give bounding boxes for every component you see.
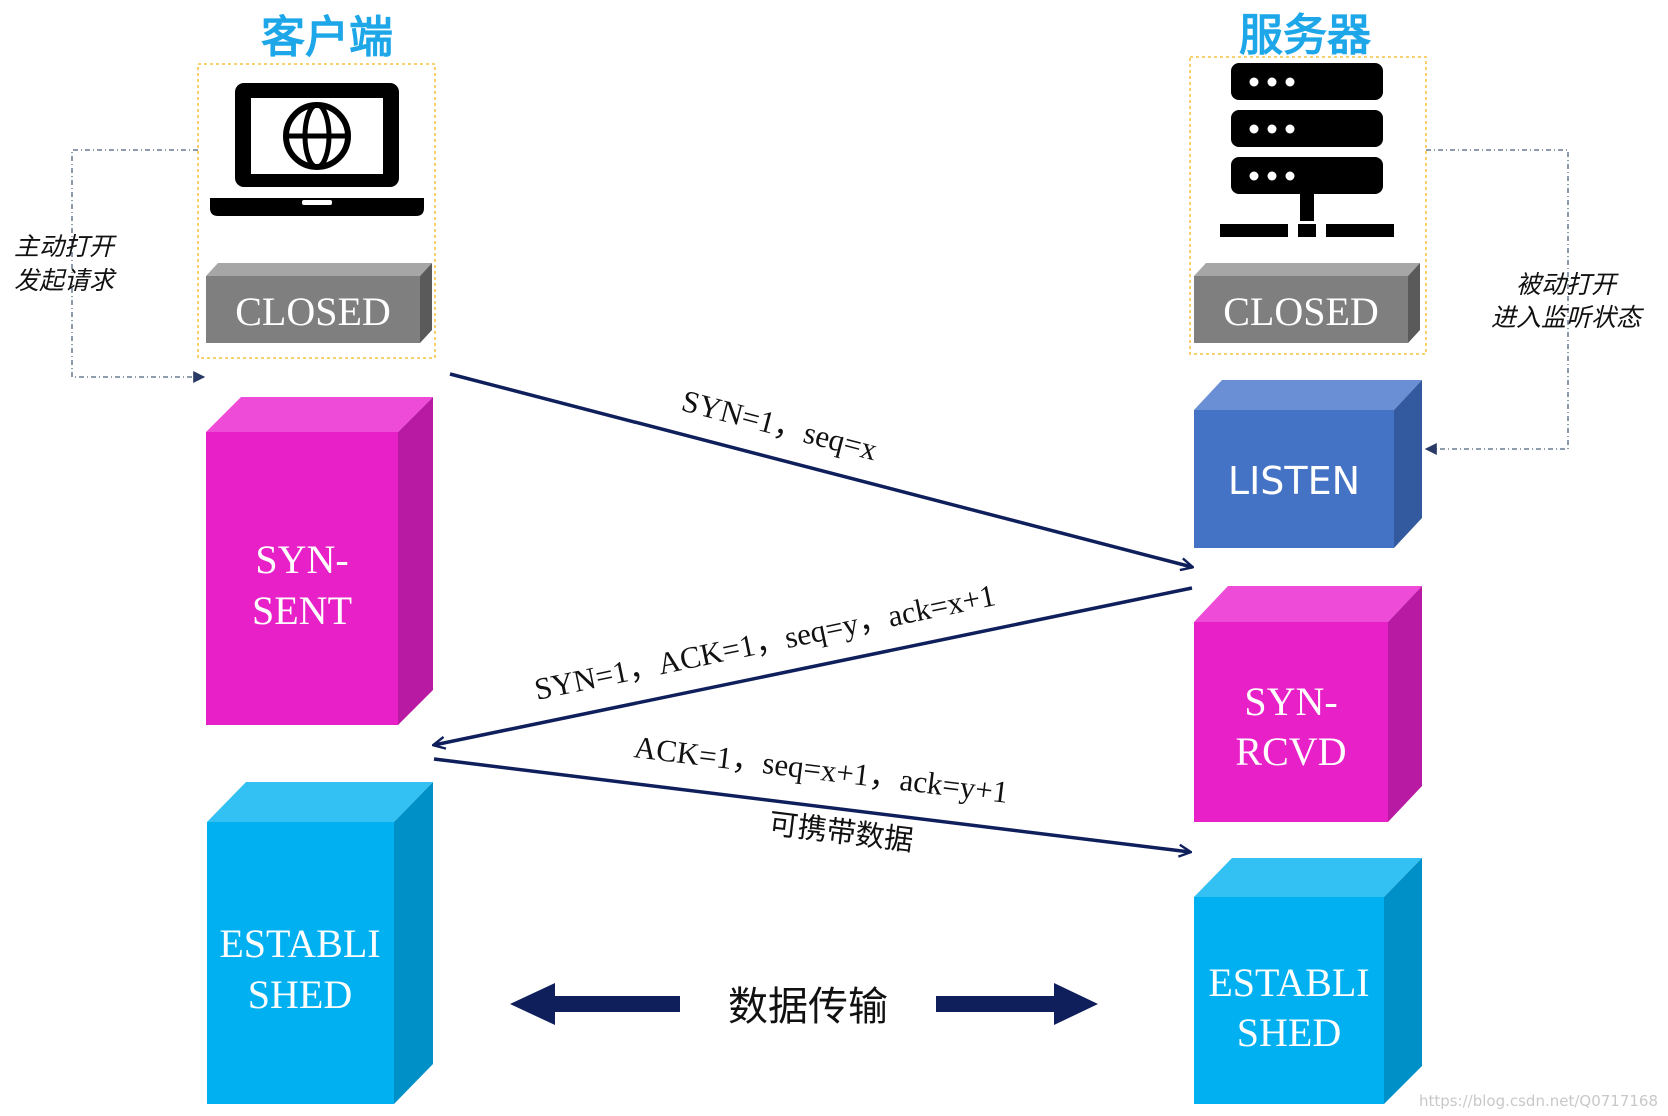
client-established-line2: SHED [248, 972, 352, 1017]
syn-ack-arrow [434, 586, 1193, 745]
server-closed-label: CLOSED [1223, 289, 1379, 334]
laptop-globe-icon [210, 83, 424, 216]
client-syn-sent-state: SYN- SENT [206, 397, 433, 725]
ack-label: ACK=1，seq=x+1，ack=y+1 [632, 729, 1010, 810]
server-title: 服务器 [1239, 10, 1372, 61]
client-syn-sent-line1: SYN- [255, 537, 348, 582]
server-note-line2: 进入监听状态 [1491, 303, 1645, 332]
data-transfer-left-arrow [510, 983, 680, 1025]
client-syn-sent-line2: SENT [252, 588, 352, 633]
server-listen-state: LISTEN [1194, 380, 1422, 548]
server-rack-icon [1220, 63, 1394, 237]
client-note-line2: 发起请求 [14, 266, 117, 295]
client-open-connector [71, 149, 206, 383]
data-transfer-right-arrow [936, 983, 1098, 1025]
server-note-line1: 被动打开 [1516, 270, 1619, 299]
data-transfer-label: 数据传输 [728, 984, 888, 1030]
server-syn-rcvd-line2: RCVD [1235, 729, 1346, 774]
watermark-text: https://blog.csdn.net/Q0717168 [1419, 1092, 1658, 1110]
server-closed-frame [1189, 56, 1427, 355]
syn-arrow [449, 372, 1192, 567]
server-open-connector [1424, 149, 1569, 455]
client-closed-frame [197, 63, 436, 359]
client-title: 客户端 [261, 12, 393, 63]
client-established-line1: ESTABLI [219, 921, 380, 966]
syn-label: SYN=1，seq=x [678, 383, 881, 467]
server-established-line1: ESTABLI [1208, 960, 1369, 1005]
server-established-line2: SHED [1237, 1010, 1341, 1055]
server-established-state: ESTABLI SHED [1194, 858, 1422, 1104]
server-listen-label: LISTEN [1228, 459, 1360, 503]
client-closed-label: CLOSED [235, 289, 391, 334]
server-closed-state: CLOSED [1194, 263, 1420, 343]
server-syn-rcvd-state: SYN- RCVD [1194, 586, 1422, 822]
ack-arrow [433, 757, 1190, 852]
client-established-state: ESTABLI SHED [207, 782, 433, 1104]
client-note-line1: 主动打开 [14, 232, 117, 261]
client-closed-state: CLOSED [206, 263, 432, 343]
server-syn-rcvd-line1: SYN- [1244, 679, 1337, 724]
